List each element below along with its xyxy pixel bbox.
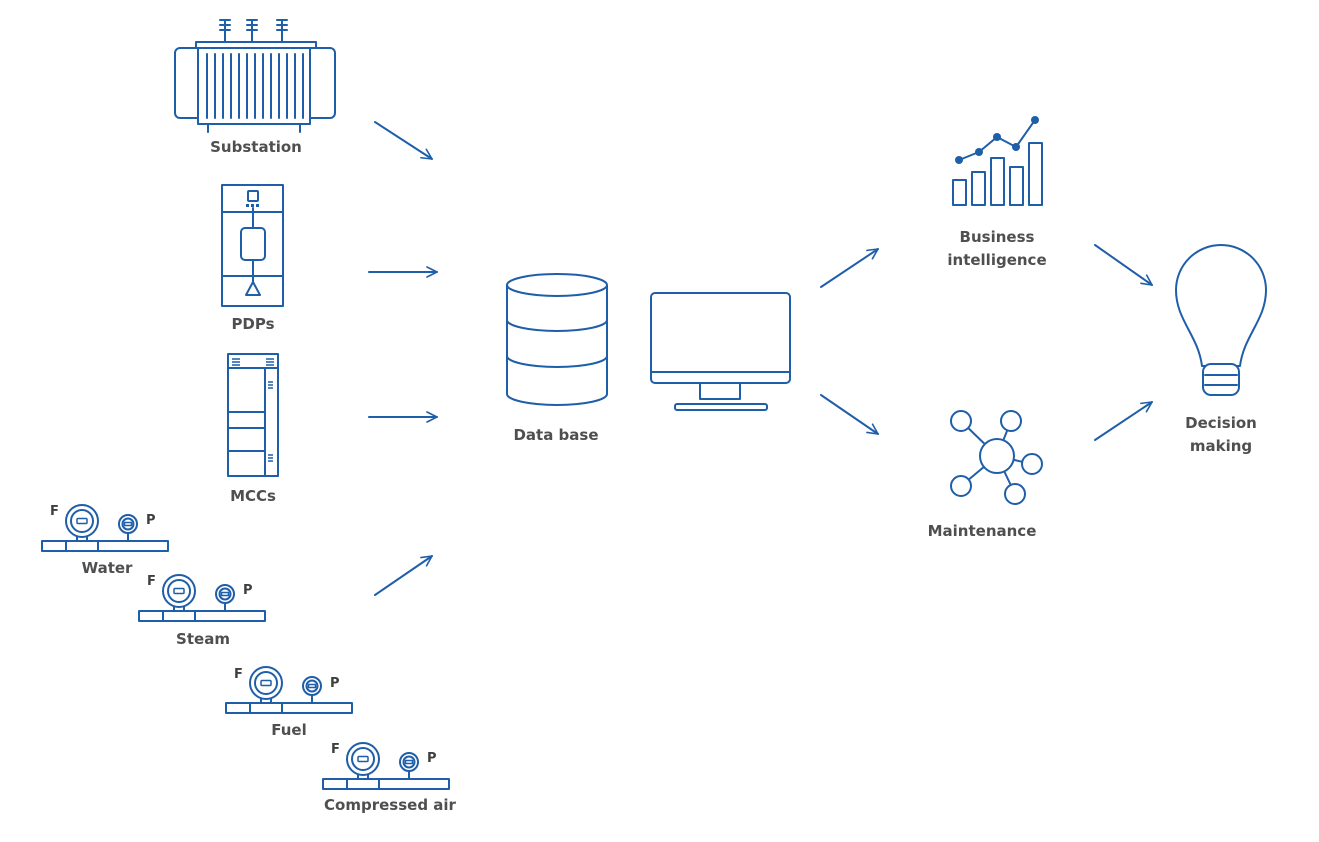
monitor-icon: [650, 292, 791, 411]
database-icon: [506, 273, 608, 406]
arrow-icon: [374, 555, 433, 596]
bar-line-chart-icon: [952, 116, 1043, 206]
steam-meter-icon: [138, 574, 266, 622]
steam-flow-letter: F: [147, 574, 156, 589]
compressed-air-flow-letter: F: [331, 742, 340, 757]
decision-making-label-line-2: making: [1189, 437, 1253, 455]
compressed-air-pressure-letter: P: [427, 751, 437, 766]
decision-making-label: Decision making: [1166, 412, 1276, 458]
arrow-icon: [1094, 244, 1153, 286]
water-flow-letter: F: [50, 504, 59, 519]
steam-label: Steam: [176, 630, 230, 648]
decision-making-label-line-1: Decision: [1185, 414, 1257, 432]
light-bulb-icon: [1175, 244, 1267, 396]
arrow-icon: [1094, 401, 1153, 441]
maintenance-label: Maintenance: [927, 522, 1037, 540]
fuel-label: Fuel: [271, 721, 307, 739]
business-intelligence-label-line-2: intelligence: [947, 251, 1047, 269]
water-meter-icon: [41, 504, 169, 552]
water-label: Water: [81, 559, 133, 577]
compressed-air-label: Compressed air: [324, 796, 456, 814]
water-pressure-letter: P: [146, 513, 156, 528]
arrow-icon: [374, 121, 433, 160]
business-intelligence-label-line-1: Business: [959, 228, 1035, 246]
pdp-cabinet-icon: [221, 184, 284, 307]
arrow-icon: [820, 248, 879, 288]
substation-label: Substation: [210, 138, 302, 156]
transformer-icon: [174, 19, 336, 133]
data-base-label: Data base: [513, 426, 599, 444]
mccs-label: MCCs: [230, 487, 276, 505]
arrow-icon: [820, 394, 879, 435]
pdps-label: PDPs: [231, 315, 275, 333]
mcc-cabinet-icon: [227, 353, 279, 477]
business-intelligence-label: Business intelligence: [927, 226, 1067, 272]
fuel-pressure-letter: P: [330, 676, 340, 691]
fuel-flow-letter: F: [234, 667, 243, 682]
network-nodes-icon: [950, 410, 1043, 505]
steam-pressure-letter: P: [243, 583, 253, 598]
compressed-air-meter-icon: [322, 742, 450, 790]
